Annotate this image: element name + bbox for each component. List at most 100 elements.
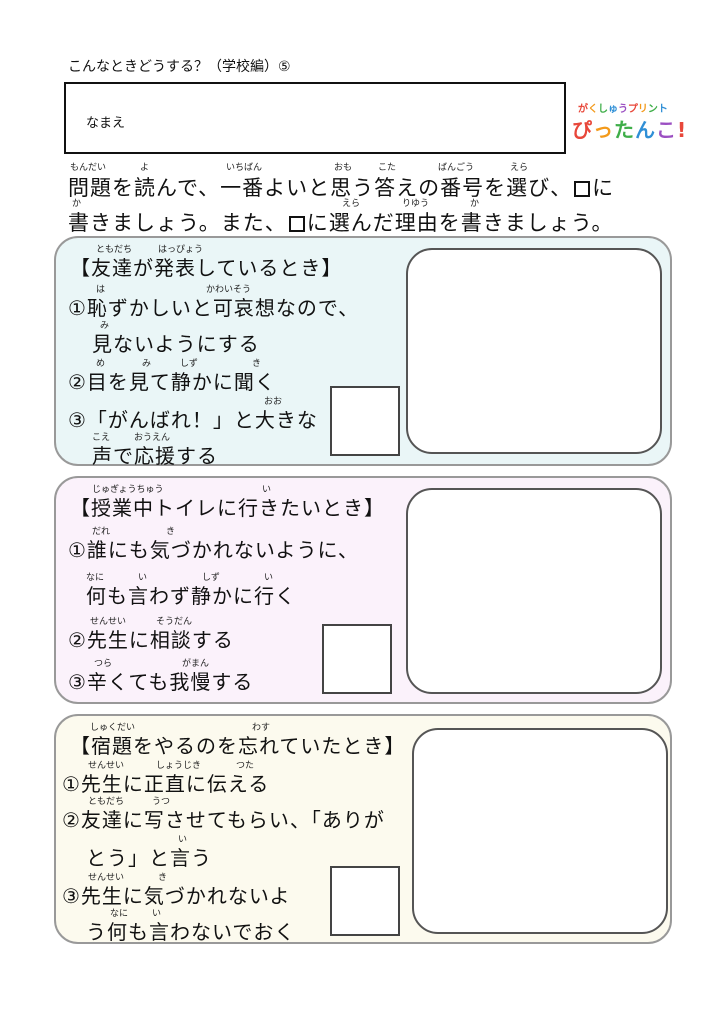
choice-line: ①先生に正直に伝える: [62, 772, 270, 796]
instruction-line-2: 書きましょう。また、に選んだ理由を書きましょう。: [68, 207, 614, 237]
ruby: えら: [510, 163, 529, 173]
ruby: いちばん: [226, 163, 263, 173]
reason-square-icon: [288, 216, 305, 232]
choice-line: とう」と言う: [86, 846, 212, 870]
ruby: ともだち: [88, 797, 125, 807]
worksheet-title: こんなときどうする？（学校編）⑤: [68, 59, 291, 75]
number-answer-box[interactable]: [330, 866, 400, 936]
instruction-text: に: [592, 176, 615, 200]
ruby: なに: [86, 573, 105, 583]
ruby: りゆう: [402, 199, 430, 209]
ruby: おうえん: [134, 433, 171, 443]
logo-char: !: [677, 118, 688, 142]
logo-char: リ: [637, 104, 648, 115]
logo-char: ん: [635, 118, 656, 142]
ruby: こた: [378, 163, 397, 173]
logo-char: た: [614, 118, 635, 142]
instruction-text: 問題を読んで、一番よいと思う答えの番号を選び、: [68, 176, 573, 200]
instruction-text: 書きましょう。また、: [68, 211, 287, 235]
ruby: か: [470, 199, 480, 209]
ruby: い: [262, 485, 272, 495]
ruby: せんせい: [90, 617, 127, 627]
ruby: み: [142, 359, 152, 369]
logo-subtitle: がくしゅうプリント: [578, 100, 668, 115]
logo-char: プ: [627, 104, 638, 115]
logo-char: し: [598, 104, 608, 115]
logo-char: ぴ: [572, 118, 593, 142]
choice-line: ②先生に相談する: [68, 628, 234, 652]
ruby: め: [96, 359, 106, 369]
ruby: か: [72, 199, 82, 209]
ruby: わす: [252, 723, 271, 733]
question-heading: 【授業中トイレに行きたいとき】: [70, 496, 385, 520]
ruby: い: [178, 835, 188, 845]
ruby: もんだい: [70, 163, 107, 173]
ruby: そうだん: [156, 617, 193, 627]
ruby: しず: [202, 573, 220, 583]
ruby: うつ: [152, 797, 171, 807]
ruby: み: [100, 321, 110, 331]
choice-line: ①誰にも気づかれないように、: [68, 538, 359, 562]
question-card-3: しゅくだい わす 【宿題をやるのを忘れていたとき】 せんせい しょうじき つた …: [54, 714, 672, 944]
logo-char: く: [588, 104, 598, 115]
number-answer-box[interactable]: [330, 386, 400, 456]
ruby: おお: [264, 397, 283, 407]
ruby: えら: [342, 199, 361, 209]
ruby: がまん: [182, 659, 210, 669]
logo-char: ゅ: [608, 104, 618, 115]
reason-answer-box[interactable]: [406, 488, 662, 694]
ruby: き: [252, 359, 262, 369]
logo-char: う: [618, 104, 628, 115]
ruby: は: [96, 285, 106, 295]
reason-answer-box[interactable]: [412, 728, 668, 934]
choice-line: 声で応援する: [92, 444, 218, 468]
ruby: い: [138, 573, 148, 583]
ruby: はっぴょう: [158, 245, 204, 255]
ruby: しゅくだい: [90, 723, 136, 733]
question-card-2: じゅぎょうちゅう い 【授業中トイレに行きたいとき】 だれ き ①誰にも気づかれ…: [54, 476, 672, 704]
logo: がくしゅうプリント ぴったんこ!: [572, 100, 686, 146]
ruby: ともだち: [96, 245, 133, 255]
ruby: き: [158, 873, 168, 883]
ruby: き: [166, 527, 176, 537]
logo-char: こ: [656, 118, 677, 142]
ruby: い: [152, 909, 162, 919]
choice-line: ①恥ずかしいと可哀想なので、: [68, 296, 360, 320]
ruby: つら: [94, 659, 113, 669]
ruby: い: [264, 573, 274, 583]
choice-line: ③「がんばれ！」と大きな: [68, 408, 318, 432]
logo-char: っ: [593, 118, 614, 142]
choice-line: う何も言わないでおく: [86, 920, 296, 944]
choice-line: ②友達に写させてもらい、「ありが: [62, 808, 385, 832]
ruby: つた: [236, 761, 255, 771]
name-label: なまえ: [86, 116, 126, 131]
ruby: せんせい: [88, 761, 125, 771]
logo-char: ン: [647, 104, 658, 115]
ruby: しず: [180, 359, 198, 369]
ruby: しょうじき: [156, 761, 202, 771]
question-heading: 【宿題をやるのを忘れていたとき】: [70, 734, 406, 758]
answer-square-icon: [574, 181, 591, 197]
question-card-1: ともだち はっぴょう 【友達が発表しているとき】 は かわいそう ①恥ずかしいと…: [54, 236, 672, 468]
choice-line: 見ないようにする: [92, 332, 260, 356]
choice-line: ②目を見て静かに聞く: [68, 370, 276, 394]
choice-line: 何も言わず静かに行く: [86, 584, 296, 608]
reason-answer-box[interactable]: [406, 248, 662, 454]
logo-char: ト: [657, 104, 668, 115]
instruction-text: に選んだ理由を書きましょう。: [306, 211, 614, 235]
question-heading: 【友達が発表しているとき】: [70, 256, 343, 280]
ruby: かわいそう: [206, 285, 252, 295]
ruby: よ: [140, 163, 150, 173]
ruby: こえ: [92, 433, 111, 443]
ruby: せんせい: [88, 873, 125, 883]
ruby: じゅぎょうちゅう: [92, 485, 164, 495]
choice-line: ③先生に気づかれないよ: [62, 884, 291, 908]
ruby: ばんごう: [438, 163, 475, 173]
ruby: なに: [110, 909, 129, 919]
name-field[interactable]: [64, 82, 566, 154]
ruby: おも: [334, 163, 353, 173]
choice-line: ③辛くても我慢する: [68, 670, 254, 694]
ruby: だれ: [92, 527, 111, 537]
number-answer-box[interactable]: [322, 624, 392, 694]
logo-char: が: [578, 104, 588, 115]
